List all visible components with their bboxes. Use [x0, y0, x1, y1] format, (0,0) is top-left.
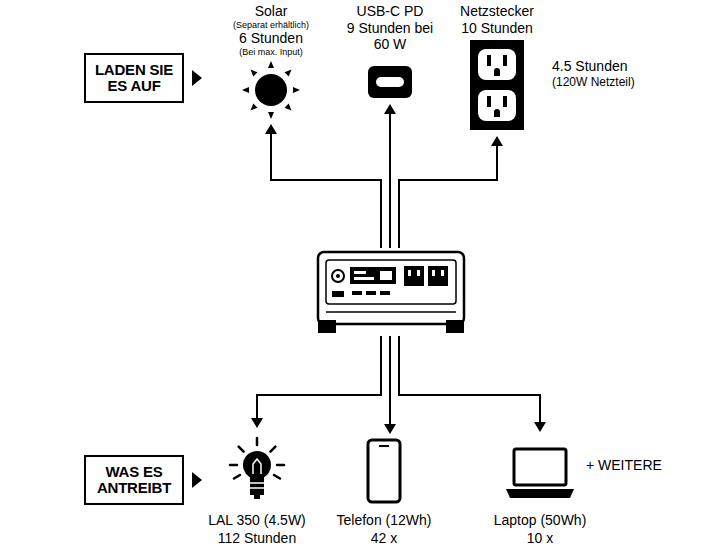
source-note: (120W Netzteil) — [552, 76, 635, 90]
source-name: Solar — [255, 3, 288, 19]
source-name: Netzstecker — [460, 3, 534, 19]
power-station — [318, 252, 464, 333]
runtime-value: 10 x — [527, 530, 553, 546]
arrow-head — [251, 418, 263, 428]
charge-time: 6 Stunden — [239, 30, 303, 46]
source-name: USB-C PD — [357, 3, 424, 19]
runtime-value: 112 Stunden — [218, 530, 296, 546]
arrow-head — [265, 124, 277, 134]
arrow-head — [384, 104, 396, 114]
heading-box: WAS ES ANTREIBT — [84, 455, 184, 505]
outlet-icon — [470, 40, 524, 130]
arrow-head — [491, 136, 503, 146]
charge-time: 9 Stunden bei 60 W — [338, 20, 442, 52]
device-name: Laptop (50Wh) — [494, 512, 587, 528]
laptop-icon — [506, 449, 574, 498]
source-note: (Separat erhältlich) — [233, 20, 309, 30]
pointer-triangle — [192, 70, 202, 86]
phone-icon — [368, 440, 400, 502]
heading-box: LADEN SIE ES AUF — [84, 53, 184, 103]
arrow-head — [534, 422, 546, 432]
source-note: (Bei max. Input) — [239, 47, 303, 57]
box-title: LADEN SIE ES AUF — [88, 62, 180, 95]
more-label: + WEITERE — [586, 457, 662, 473]
usb-c-icon — [368, 66, 412, 98]
charge-arrow — [271, 112, 497, 248]
charge-time: 4.5 Stunden — [552, 58, 628, 74]
bulb-icon — [230, 438, 284, 499]
arrow-head — [384, 424, 396, 434]
runtime-value: 42 x — [371, 530, 397, 546]
output-arrow — [257, 336, 540, 426]
pointer-triangle — [192, 472, 202, 488]
charge-time: 10 Stunden — [461, 20, 533, 36]
sun-icon — [242, 61, 300, 119]
device-name: LAL 350 (4.5W) — [208, 512, 306, 528]
box-title: WAS ES ANTREIBT — [88, 464, 180, 497]
device-name: Telefon (12Wh) — [337, 512, 432, 528]
